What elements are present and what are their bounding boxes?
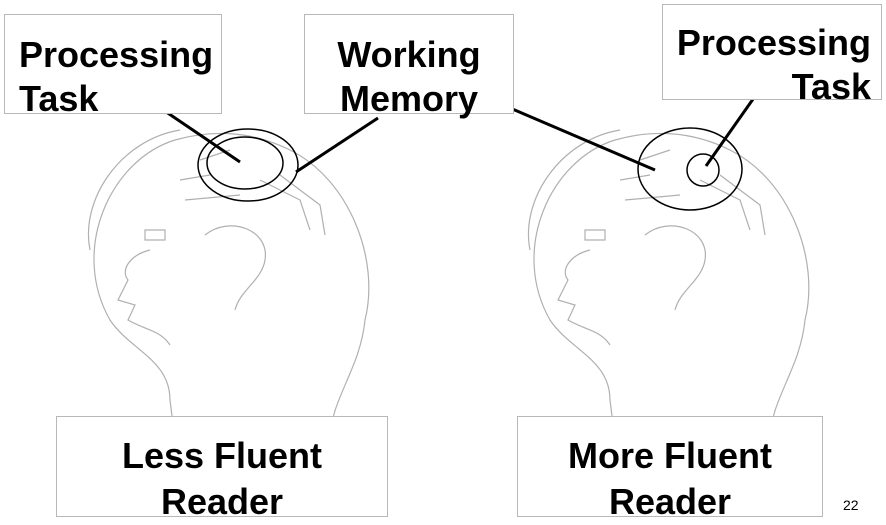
left-head-illustration (88, 129, 370, 441)
right-working-memory-ellipse (637, 127, 743, 211)
left-task-line1: Processing (19, 34, 214, 75)
left-processing-task-ellipse (206, 136, 284, 190)
left-working-memory-ellipse (197, 128, 299, 202)
working-memory-label: Working Memory (304, 14, 514, 119)
right-task-line2: Task (791, 66, 871, 107)
right-task-line1: Processing (676, 22, 871, 63)
working-memory-line2: Memory (339, 78, 479, 119)
left-processing-task-label: Processing Task (4, 14, 222, 119)
slide-page-number: 22 (843, 497, 859, 513)
more-line2: Reader (608, 481, 732, 522)
working-memory-line1: Working (337, 34, 481, 75)
wm-left-pointer-line (295, 116, 379, 174)
right-processing-task-label: Processing Task (662, 4, 882, 107)
more-line1: More Fluent (568, 435, 772, 476)
right-head-illustration (528, 129, 810, 441)
more-fluent-reader-caption: More Fluent Reader (517, 416, 823, 522)
right-processing-task-circle (686, 153, 720, 187)
less-line1: Less Fluent (121, 435, 323, 476)
less-fluent-reader-caption: Less Fluent Reader (56, 416, 388, 522)
less-line2: Reader (160, 481, 284, 522)
wm-right-pointer-line (509, 106, 656, 172)
left-task-line2: Task (19, 78, 99, 119)
